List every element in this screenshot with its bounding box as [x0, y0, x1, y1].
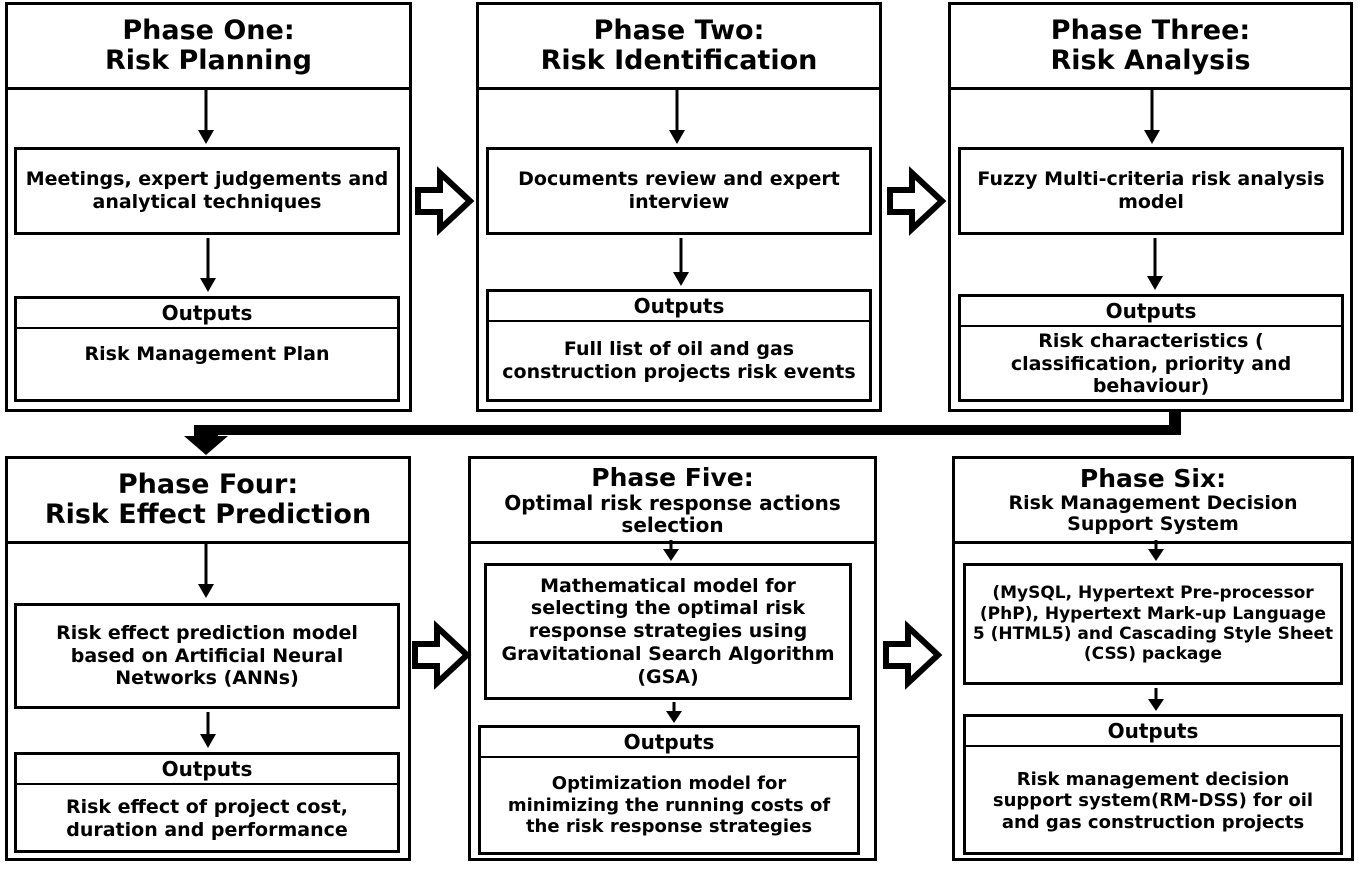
phase-one-title: Phase One: [122, 14, 295, 46]
phase-three-to-four-connector [184, 412, 1181, 455]
phase-five-process-text: Mathematical model for selecting the opt… [501, 574, 835, 688]
phase-three-process-box: Fuzzy Multi-criteria risk analysis model [958, 147, 1344, 235]
down-arrow-icon [1147, 238, 1163, 290]
phase-one-subtitle: Risk Planning [105, 45, 312, 76]
phase-three-outputs-box: Outputs Risk characteristics ( classific… [958, 294, 1344, 402]
right-block-arrow-icon [415, 166, 475, 236]
phase-two-process-text: Documents review and expert interview [518, 168, 840, 213]
phase-two-outputs-text: Full list of oil and gas construction pr… [502, 338, 856, 383]
phase-three-header: Phase Three: Risk Analysis [951, 5, 1350, 90]
phase-two-outputs-box: Outputs Full list of oil and gas constru… [486, 289, 872, 402]
down-arrow-icon [200, 712, 216, 748]
phase-two-header: Phase Two: Risk Identification [479, 5, 879, 90]
phase-five-outputs-box: Outputs Optimization model for minimizin… [478, 725, 860, 855]
phase-one-outputs-label: Outputs [17, 299, 397, 329]
phase-six-outputs-box: Outputs Risk management decision support… [963, 714, 1343, 855]
phase-four-title: Phase Four: [117, 468, 299, 500]
phase-one-header: Phase One: Risk Planning [8, 5, 409, 90]
right-block-arrow-icon [883, 620, 943, 690]
phase-six-process-box: (MySQL, Hypertext Pre-processor (PhP), H… [963, 563, 1343, 685]
down-arrow-icon [669, 88, 685, 144]
phase-four-process-box: Risk effect prediction model based on Ar… [14, 603, 400, 709]
phase-four-outputs-box: Outputs Risk effect of project cost, dur… [14, 752, 400, 853]
down-arrow-icon [198, 88, 214, 144]
down-arrow-icon [663, 540, 679, 561]
phase-three-title: Phase Three: [1050, 14, 1251, 46]
down-arrow-icon [1144, 88, 1160, 144]
phase-four-header: Phase Four: Risk Effect Prediction [8, 459, 408, 544]
phase-five-title: Phase Five: [591, 462, 754, 492]
phase-four-process-text: Risk effect prediction model based on Ar… [56, 621, 358, 690]
down-arrow-icon [200, 238, 216, 292]
phase-four-outputs-text: Risk effect of project cost, duration an… [65, 796, 349, 841]
phase-one-process-text: Meetings, expert judgements and analytic… [25, 168, 389, 213]
down-arrow-icon [1148, 688, 1164, 711]
phase-six-outputs-label: Outputs [966, 717, 1340, 747]
phase-two-process-box: Documents review and expert interview [486, 147, 872, 235]
down-arrow-icon [198, 542, 214, 598]
down-arrow-icon [666, 702, 682, 723]
phase-two-subtitle: Risk Identification [540, 45, 818, 76]
phase-five-outputs-text: Optimization model for minimizing the ru… [507, 773, 831, 838]
phase-one-outputs-box: Outputs Risk Management Plan [14, 296, 400, 402]
phase-five-subtitle: Optimal risk response actions selection [504, 490, 841, 537]
phase-four-outputs-label: Outputs [17, 755, 397, 785]
phase-two-title: Phase Two: [593, 14, 765, 46]
phase-six-outputs-text: Risk management decision support system(… [992, 768, 1314, 833]
phase-six-title: Phase Six: [1079, 463, 1227, 493]
phase-four-subtitle: Risk Effect Prediction [44, 499, 372, 530]
phase-five-outputs-label: Outputs [481, 728, 857, 758]
phase-two-outputs-label: Outputs [489, 292, 869, 322]
phase-three-process-text: Fuzzy Multi-criteria risk analysis model [977, 168, 1325, 213]
phase-one-process-box: Meetings, expert judgements and analytic… [14, 147, 400, 235]
phase-six-header: Phase Six: Risk Management Decision Supp… [955, 459, 1351, 544]
phase-three-outputs-text: Risk characteristics ( classification, p… [1010, 329, 1292, 398]
right-block-arrow-icon [412, 620, 472, 690]
phase-three-outputs-label: Outputs [961, 297, 1341, 327]
down-arrow-icon [1148, 540, 1164, 561]
phase-three-subtitle: Risk Analysis [1050, 45, 1251, 76]
phase-five-process-box: Mathematical model for selecting the opt… [484, 563, 852, 700]
phase-six-process-text: (MySQL, Hypertext Pre-processor (PhP), H… [972, 583, 1334, 665]
phase-one-outputs-text: Risk Management Plan [84, 342, 330, 365]
right-block-arrow-icon [887, 166, 947, 236]
down-arrow-icon [673, 238, 689, 286]
phase-six-subtitle: Risk Management Decision Support System [1008, 491, 1298, 535]
